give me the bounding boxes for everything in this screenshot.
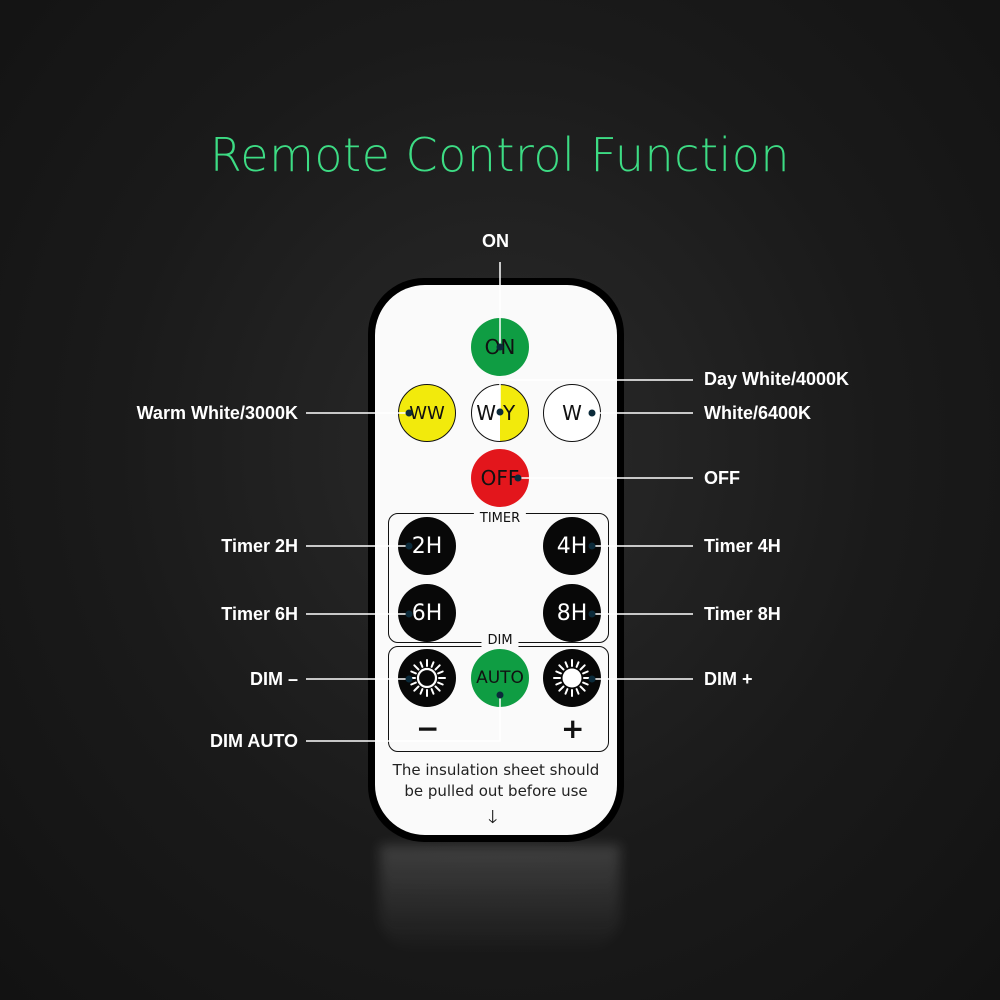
- callout-off: OFF: [704, 468, 740, 488]
- page-title: Remote Control Function: [209, 128, 791, 182]
- insulation-note-line2: be pulled out before use: [404, 782, 588, 800]
- callout-timer-6h: Timer 6H: [221, 604, 298, 624]
- callout-timer-8h: Timer 8H: [704, 604, 781, 624]
- insulation-note-line1: The insulation sheet should: [392, 761, 600, 779]
- dim-minus-button[interactable]: [398, 649, 456, 707]
- day-white-y-label: Y: [503, 401, 516, 425]
- callout-dim-minus: DIM –: [249, 669, 298, 689]
- insulation-note: The insulation sheet should be pulled ou…: [375, 760, 617, 802]
- callout-dim-plus: DIM +: [704, 669, 753, 689]
- callout-warm-white: Warm White/3000K: [136, 403, 298, 423]
- callout-white: White/6400K: [704, 403, 812, 423]
- callout-timer-4h: Timer 4H: [704, 536, 781, 556]
- dim-plus-sign: +: [561, 712, 585, 745]
- timer-group-title: TIMER: [473, 512, 527, 526]
- callout-day-white: Day White/4000K: [704, 369, 850, 389]
- day-white-button[interactable]: W Y: [471, 384, 529, 442]
- callout-on: ON: [482, 231, 509, 251]
- day-white-w-label: W: [476, 401, 496, 425]
- callout-timer-2h: Timer 2H: [221, 536, 298, 556]
- down-arrow-icon: 🡓: [488, 807, 498, 827]
- remote-reflection: [380, 845, 620, 955]
- dim-group-title: DIM: [481, 634, 519, 648]
- callout-dim-auto: DIM AUTO: [210, 731, 298, 751]
- sun-filled-icon: [553, 659, 591, 697]
- dim-minus-sign: −: [416, 712, 440, 745]
